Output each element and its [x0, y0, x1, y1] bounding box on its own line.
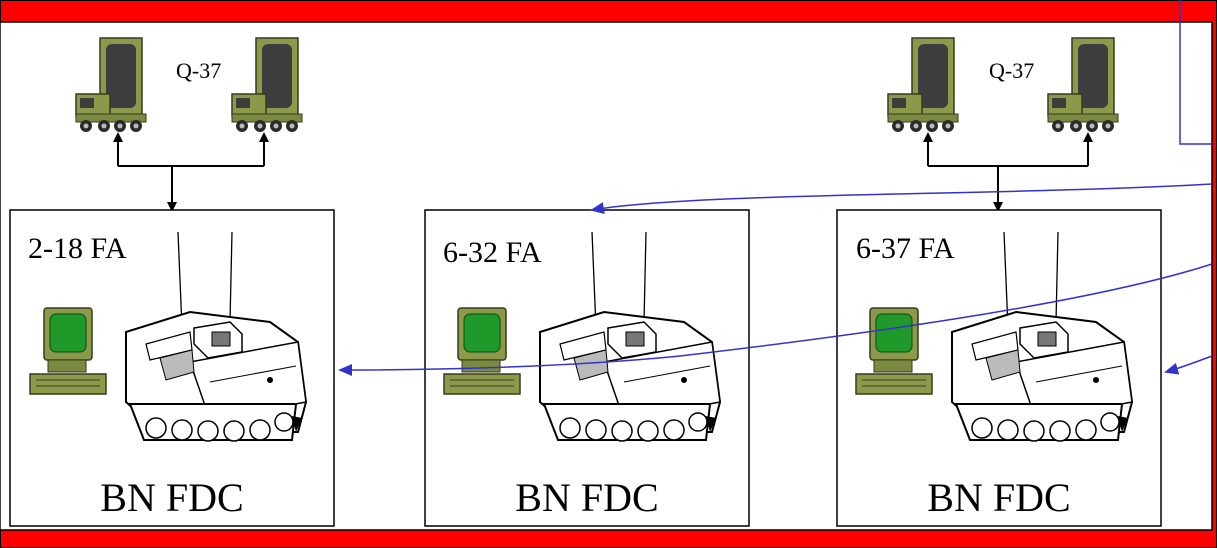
blue-connector-to-6-32	[590, 183, 1213, 214]
radar-connector	[923, 132, 1093, 212]
fdc-title: BN FDC	[515, 475, 659, 520]
radar-group-label: Q-37	[176, 58, 222, 83]
fdc-title: BN FDC	[100, 475, 244, 520]
unit-label: 6-37 FA	[856, 232, 955, 265]
blue-connector-to-2-18	[338, 263, 1213, 376]
unit-label: 6-32 FA	[443, 236, 542, 269]
blue-connector-to-6-37	[1164, 355, 1213, 375]
radar-group-label: Q-37	[989, 58, 1035, 83]
blue-connector-top	[1179, 0, 1212, 145]
unit-label: 2-18 FA	[28, 232, 127, 265]
fdc-title: BN FDC	[927, 475, 1071, 520]
radar-connector	[113, 132, 269, 212]
